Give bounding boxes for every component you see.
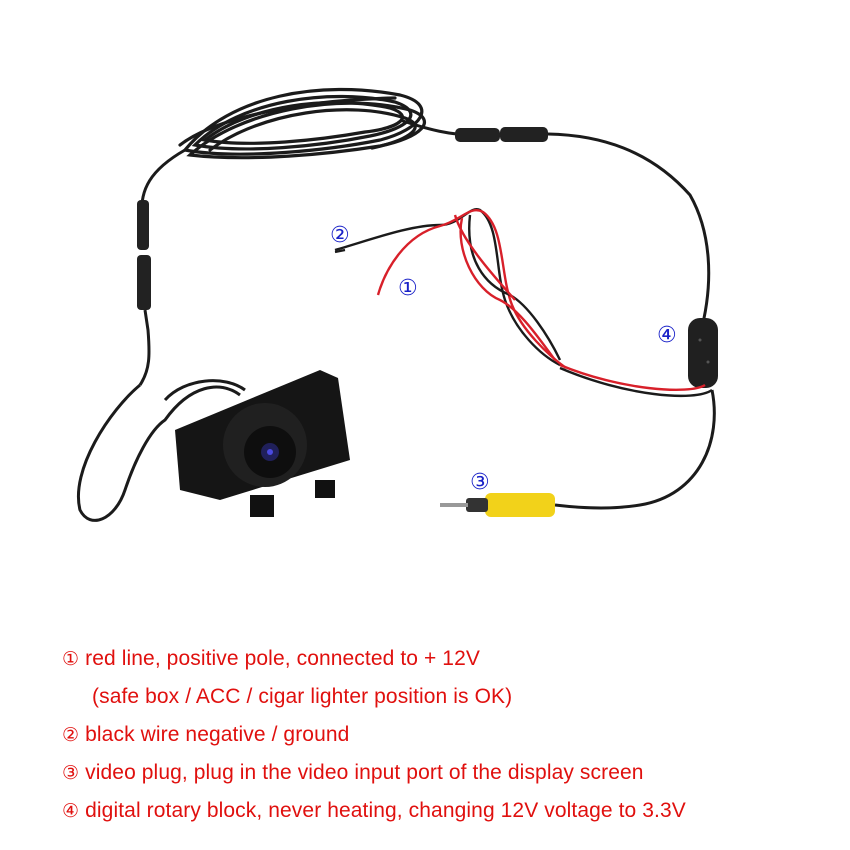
legend-text: red line, positive pole, connected to + … <box>85 647 480 670</box>
inline-connector-top-1 <box>455 128 500 142</box>
legend-number: ② <box>62 724 80 746</box>
legend-number: ① <box>62 648 80 670</box>
inline-connector-left-lower <box>137 255 151 310</box>
inline-connector-top-2 <box>500 127 548 142</box>
legend-text: black wire negative / ground <box>85 723 350 746</box>
rotary-block <box>688 318 718 388</box>
legend-text: digital rotary block, never heating, cha… <box>85 799 686 822</box>
marker-2: ② <box>330 223 350 248</box>
camera-housing <box>175 370 350 517</box>
cable-loop <box>77 383 241 522</box>
marker-3: ③ <box>470 470 490 495</box>
legend-number: ③ <box>62 762 80 784</box>
right-cable <box>547 132 711 336</box>
inline-connector-left-upper <box>137 200 149 250</box>
rca-cable <box>554 389 716 510</box>
marker-1: ① <box>398 276 418 301</box>
legend-text: video plug, plug in the video input port… <box>85 761 644 784</box>
legend-number: ④ <box>62 800 80 822</box>
red-black-wire-bundle <box>334 208 713 398</box>
marker-4: ④ <box>657 323 677 348</box>
legend-item-1-note: (safe box / ACC / cigar lighter position… <box>92 685 513 708</box>
rca-plug <box>440 493 555 517</box>
coiled-cable <box>178 87 426 160</box>
product-photo <box>77 87 718 522</box>
